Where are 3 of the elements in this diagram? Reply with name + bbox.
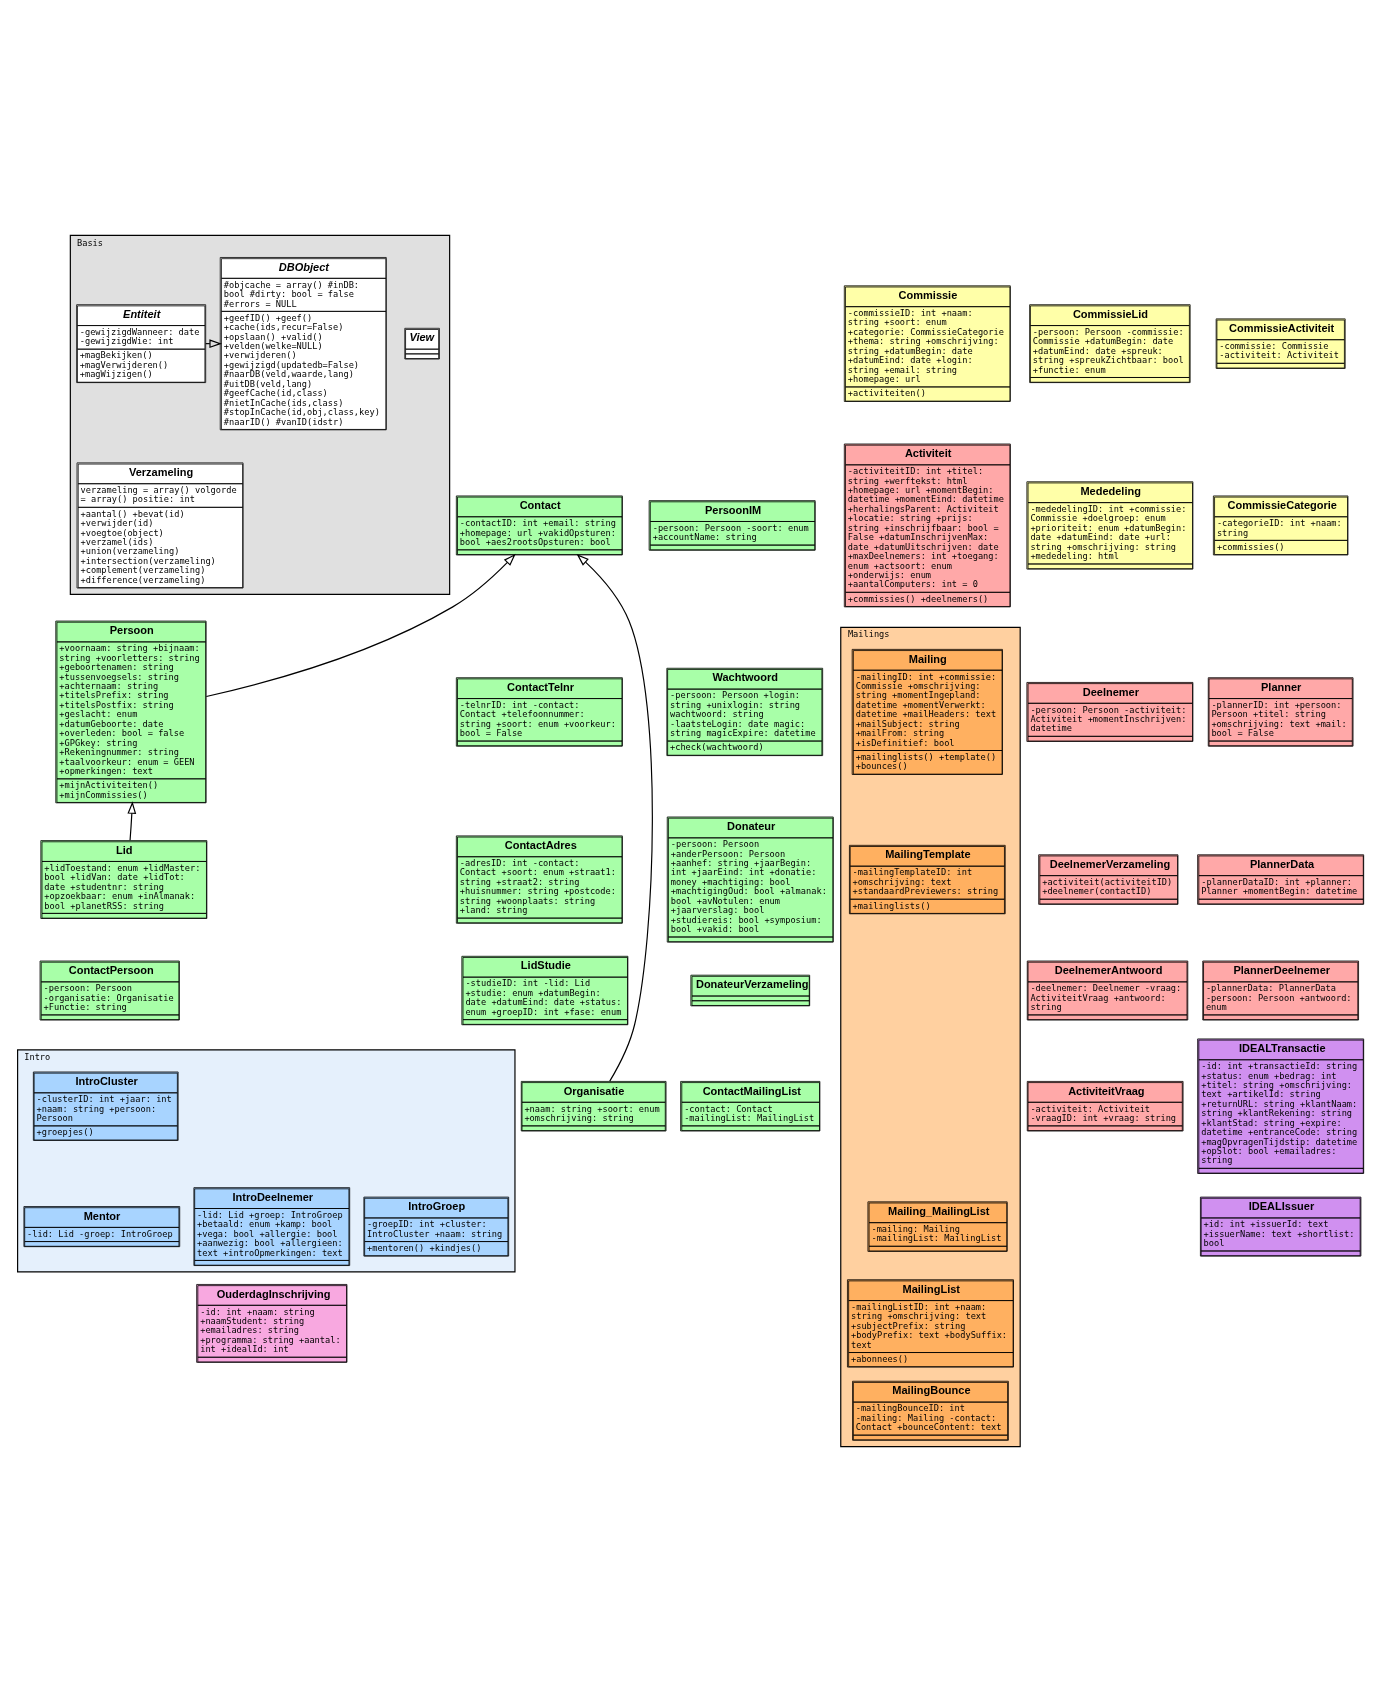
arrow — [127, 801, 137, 841]
arrow — [205, 553, 516, 698]
arrow — [576, 553, 653, 1082]
